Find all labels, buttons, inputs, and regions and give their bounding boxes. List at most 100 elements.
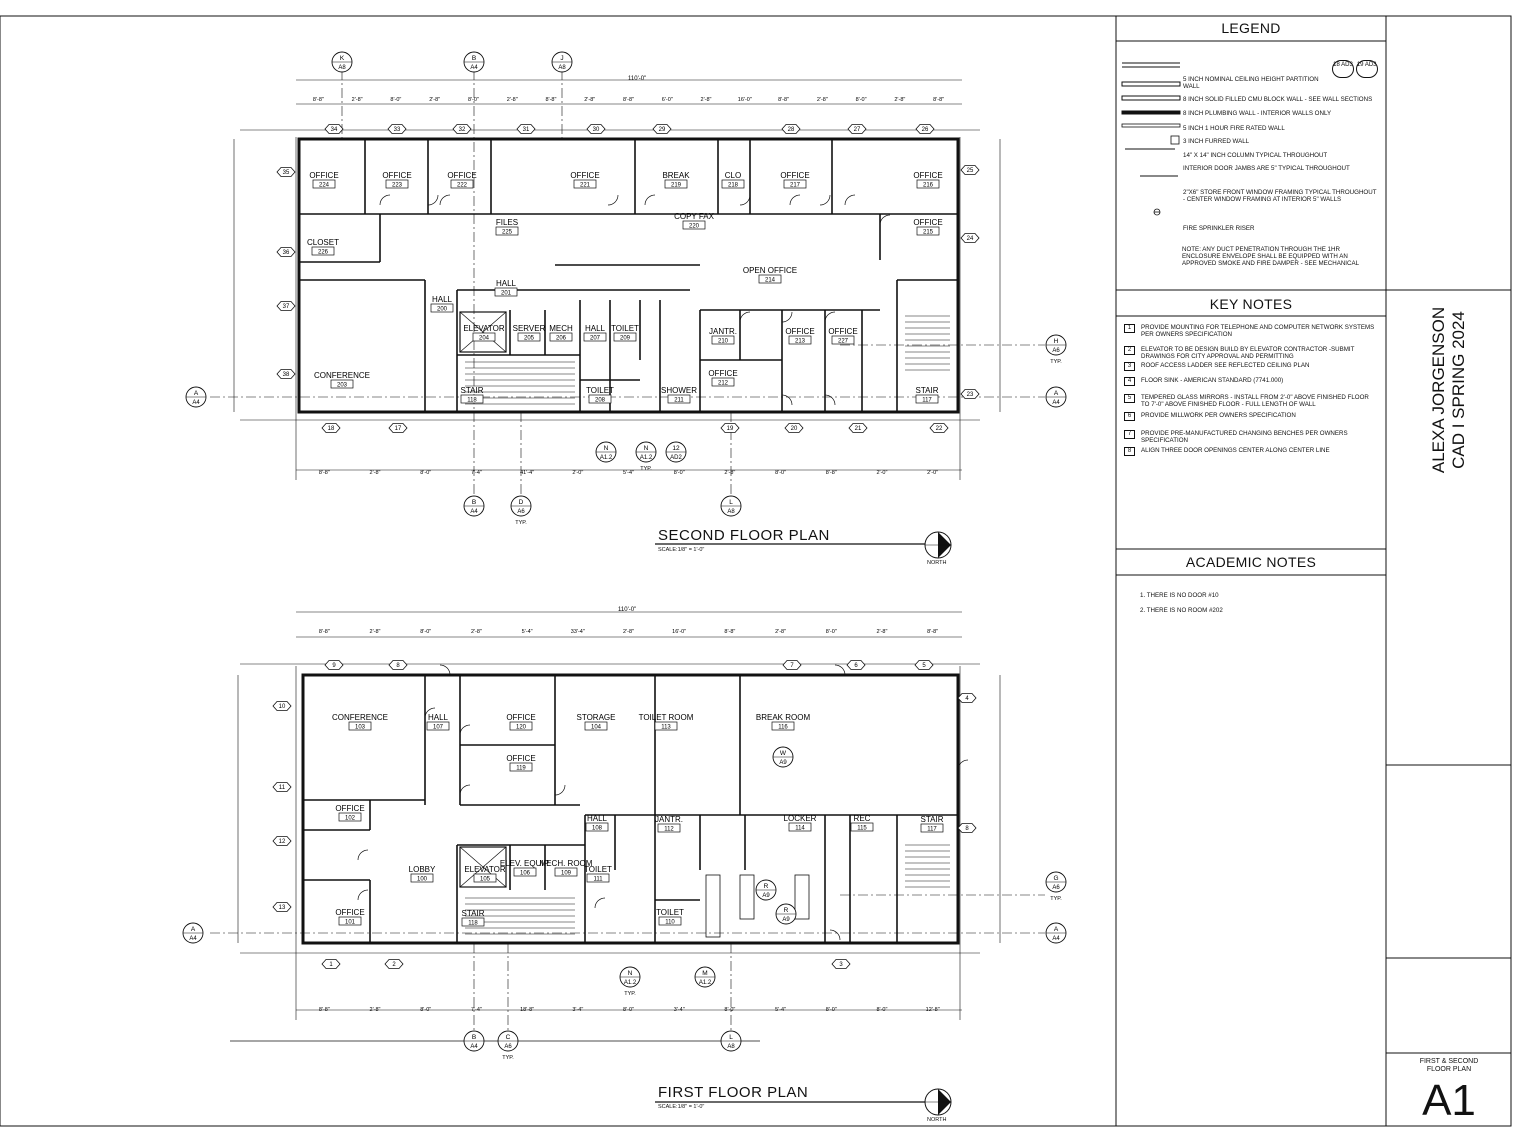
svg-text:110'-0": 110'-0" — [618, 607, 636, 613]
svg-text:A6: A6 — [517, 509, 525, 515]
window-tag: 19 — [720, 423, 740, 433]
room-number-box — [494, 287, 518, 297]
window-tag: 31 — [516, 124, 536, 134]
key-note-text: PROVIDE MOUNTING FOR TELEPHONE AND COMPU… — [1141, 324, 1375, 338]
room-name: SERVER — [513, 324, 546, 333]
north-arrow-second — [924, 531, 952, 559]
window-tag: 8 — [957, 823, 977, 833]
dimension-text: 12'-8" — [926, 1007, 940, 1013]
room-number-box — [788, 822, 812, 832]
window-tag: 6 — [846, 660, 866, 670]
key-note-text: PROVIDE MILLWORK PER OWNERS SPECIFICATIO… — [1141, 412, 1296, 419]
room-number-box — [831, 335, 855, 345]
room-name: SHOWER — [661, 386, 697, 395]
room-number: 211 — [674, 398, 684, 404]
academic-note-2: 2. THERE IS NO ROOM #202 — [1140, 607, 1223, 614]
room-name: CLOSET — [307, 238, 339, 247]
svg-text:12: 12 — [279, 839, 286, 845]
room-number: 113 — [661, 725, 671, 731]
svg-text:26: 26 — [922, 127, 929, 133]
legend-item: FIRE SPRINKLER RISER — [1183, 225, 1255, 232]
dimension-text: 7'-4" — [471, 470, 482, 476]
key-note-text: FLOOR SINK - AMERICAN STANDARD (7741.000… — [1141, 377, 1284, 384]
window-tag: 3 — [831, 959, 851, 969]
key-note-text: TEMPERED GLASS MIRRORS - INSTALL FROM 2'… — [1141, 394, 1369, 408]
dimension-text: 2'-8" — [724, 470, 735, 476]
room-number: 105 — [480, 877, 491, 883]
detail-bubble: NA1.2 — [595, 441, 617, 463]
grid-bubble: BA4 — [463, 495, 485, 517]
room-name: REC — [854, 814, 871, 823]
room-number-box — [338, 916, 362, 926]
room-number-box — [788, 335, 812, 345]
room-number-box — [657, 823, 681, 833]
room-number-box — [410, 873, 434, 883]
svg-text:B: B — [472, 55, 476, 62]
room-name: OFFICE — [447, 171, 476, 180]
window-tag: 28 — [781, 124, 801, 134]
room-number-box — [460, 394, 484, 404]
window-tag: 5 — [914, 660, 934, 670]
room-number-box — [517, 332, 541, 342]
svg-text:A9: A9 — [762, 893, 770, 899]
room-name: OFFICE — [335, 804, 364, 813]
key-note-number: 5 — [1124, 394, 1135, 403]
svg-text:A9: A9 — [779, 760, 787, 766]
room-number: 118 — [467, 398, 477, 404]
svg-text:J: J — [560, 55, 563, 62]
room-number: 212 — [718, 381, 729, 387]
room-number-box — [583, 332, 607, 342]
room-name: STORAGE — [577, 713, 616, 722]
room-number: 206 — [556, 336, 567, 342]
svg-text:B: B — [472, 499, 476, 506]
room-number-box — [771, 721, 795, 731]
dimension-text: 8'-0" — [420, 470, 431, 476]
room-name: TOILET — [586, 386, 614, 395]
window-tag: 17 — [388, 423, 408, 433]
room-number-box — [584, 721, 608, 731]
grid-bubble: BA4 — [463, 51, 485, 73]
svg-text:2: 2 — [392, 962, 396, 968]
window-tag: 11 — [272, 782, 292, 792]
svg-text:13: 13 — [279, 905, 286, 911]
room-number: 104 — [591, 725, 602, 731]
room-name: STAIR — [462, 909, 485, 918]
room-name: HALL — [432, 295, 453, 304]
detail-bubble: RA9 — [775, 903, 797, 925]
svg-text:22: 22 — [936, 426, 943, 432]
room-name: OFFICE — [506, 713, 535, 722]
svg-text:W: W — [780, 750, 787, 757]
dimension-text: 8'-8" — [319, 1007, 330, 1013]
room-name: CONFERENCE — [332, 713, 388, 722]
dimension-text: 41'-4" — [520, 470, 534, 476]
dimension-text: 8'-0" — [420, 629, 431, 635]
legend-title: LEGEND — [1221, 20, 1281, 36]
svg-text:7: 7 — [790, 663, 794, 669]
room-number: 114 — [795, 826, 805, 832]
svg-text:TYP.: TYP. — [1050, 359, 1062, 365]
svg-text:D: D — [519, 499, 524, 506]
key-note-number: 3 — [1124, 362, 1135, 371]
svg-text:4: 4 — [965, 696, 969, 702]
room-number: 217 — [790, 183, 801, 189]
legend-item: 8 INCH PLUMBING WALL - INTERIOR WALLS ON… — [1183, 110, 1332, 117]
door-swings — [357, 664, 969, 941]
dimension-text: 8'-8" — [826, 470, 837, 476]
detail-bubble: W A9 — [772, 746, 794, 768]
svg-text:11: 11 — [279, 785, 286, 791]
